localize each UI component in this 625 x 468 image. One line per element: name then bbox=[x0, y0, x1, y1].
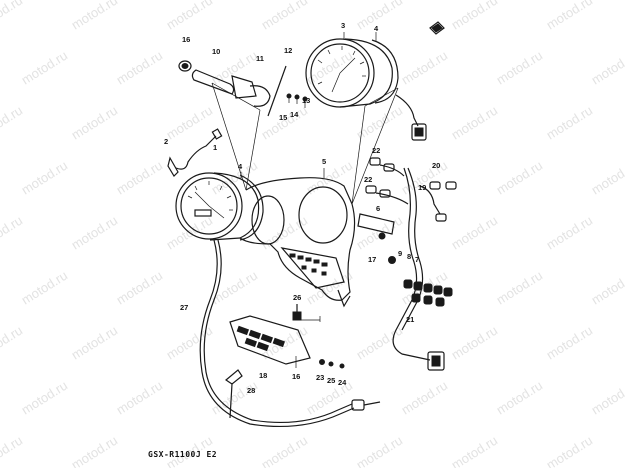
watermark-text: motod.ru bbox=[19, 48, 70, 88]
watermark-text: motod.ru bbox=[589, 378, 625, 418]
watermark-text: motod.ru bbox=[209, 158, 260, 198]
watermark-text: motod.ru bbox=[69, 0, 120, 33]
label-4a: 4 bbox=[374, 24, 379, 33]
label-22b: 22 bbox=[364, 175, 372, 184]
label-7: 11 bbox=[256, 54, 264, 63]
watermark-text: motod.ru bbox=[589, 268, 625, 308]
watermark-text: motod.ru bbox=[0, 103, 25, 143]
watermark-text: motod.ru bbox=[114, 48, 165, 88]
watermark-text: motod.ru bbox=[69, 103, 120, 143]
label-19: 19 bbox=[418, 183, 426, 192]
watermark-text: motod.ru bbox=[494, 268, 545, 308]
watermark-text: motod.ru bbox=[114, 158, 165, 198]
watermark-text: motod.ru bbox=[544, 0, 595, 33]
label-22a: 22 bbox=[372, 146, 380, 155]
label-3: 3 bbox=[341, 21, 345, 30]
watermark-text: motod.ru bbox=[399, 48, 450, 88]
watermark-text: motod.ru bbox=[354, 0, 405, 33]
watermark-text: motod.ru bbox=[304, 268, 355, 308]
label-20: 20 bbox=[432, 161, 440, 170]
watermark-text: motod.ru bbox=[259, 103, 310, 143]
label-21: 21 bbox=[406, 315, 414, 324]
watermark-text: motod.ru bbox=[589, 158, 625, 198]
small-hardware bbox=[167, 128, 345, 369]
watermark-text: motod.ru bbox=[69, 323, 120, 363]
watermark-text: motod.ru bbox=[164, 323, 215, 363]
watermark-text: motod.ru bbox=[19, 158, 70, 198]
label-4b: 4 bbox=[238, 162, 243, 171]
label-9: 13 bbox=[302, 96, 310, 105]
watermark-text: motod.ru bbox=[449, 213, 500, 253]
watermark-text: motod.ru bbox=[589, 48, 625, 88]
indicator-panel bbox=[229, 315, 311, 368]
watermark-text: motod.ru bbox=[0, 433, 25, 468]
model-code: GSX-R1100J E2 bbox=[148, 450, 218, 459]
label-14: 8 bbox=[407, 252, 411, 261]
label-17: 16 bbox=[292, 372, 300, 381]
watermark-text: motod.ru bbox=[0, 213, 25, 253]
label-18: 18 bbox=[259, 371, 267, 380]
watermark-text: motod.ru bbox=[69, 433, 120, 468]
watermark-text: motod.ru bbox=[0, 0, 25, 33]
socket-parts-upper bbox=[178, 60, 308, 117]
watermark-text: motod.ru bbox=[494, 158, 545, 198]
label-27: 27 bbox=[180, 303, 188, 312]
label-1: 1 bbox=[213, 143, 217, 152]
watermark-text: motod.ru bbox=[19, 378, 70, 418]
watermark-text: motod.ru bbox=[164, 103, 215, 143]
meter-panel bbox=[239, 177, 356, 308]
watermark-text: motod.ru bbox=[449, 103, 500, 143]
label-28: 28 bbox=[247, 386, 255, 395]
watermark-text: motod.ru bbox=[544, 433, 595, 468]
label-15: 9 bbox=[398, 249, 402, 258]
speedometer-cable bbox=[199, 239, 381, 428]
watermark-text: motod.ru bbox=[0, 323, 25, 363]
wiring-harness bbox=[357, 21, 457, 371]
label-16b: 17 bbox=[368, 255, 376, 264]
label-8: 12 bbox=[284, 46, 292, 55]
watermark-text: motod.ru bbox=[259, 433, 310, 468]
watermark-text: motod.ru bbox=[114, 268, 165, 308]
speedometer-assembly bbox=[175, 172, 264, 241]
watermark-text: motod.ru bbox=[494, 48, 545, 88]
label-13: 7 bbox=[415, 255, 419, 264]
label-22c: 23 bbox=[316, 373, 324, 382]
label-12: 6 bbox=[376, 204, 380, 213]
watermark-text: motod.ru bbox=[354, 103, 405, 143]
watermark-text: motod.ru bbox=[19, 268, 70, 308]
label-11: 15 bbox=[279, 113, 287, 122]
leader-lines bbox=[211, 32, 399, 205]
watermark-text: motod.ru bbox=[494, 378, 545, 418]
watermark-text: motod.ru bbox=[449, 323, 500, 363]
watermark-text: motod.ru bbox=[449, 433, 500, 468]
watermark-text: motod.ru bbox=[259, 0, 310, 33]
label-2: 2 bbox=[164, 137, 168, 146]
label-5: 5 bbox=[322, 157, 326, 166]
tachometer-assembly bbox=[305, 38, 427, 141]
watermark-text: motod.ru bbox=[164, 0, 215, 33]
watermark-text: motod.ru bbox=[544, 323, 595, 363]
label-6: 10 bbox=[212, 47, 220, 56]
watermark-text: motod.ru bbox=[544, 213, 595, 253]
label-24: 25 bbox=[327, 376, 335, 385]
label-23: 24 bbox=[338, 378, 347, 387]
label-16a: 16 bbox=[182, 35, 190, 44]
watermark-text: motod.ru bbox=[69, 213, 120, 253]
label-10: 14 bbox=[290, 110, 299, 119]
label-26: 26 bbox=[293, 293, 301, 302]
watermark-text: motod.ru bbox=[354, 433, 405, 468]
watermark-text: motod.ru bbox=[399, 378, 450, 418]
part-number-labels: 16 10 11 12 13 14 15 3 4 1 2 4 5 22 22 2… bbox=[164, 21, 440, 395]
watermark-text: motod.ru bbox=[449, 0, 500, 33]
watermark-text: motod.ru bbox=[114, 378, 165, 418]
watermark-text: motod.ru bbox=[544, 103, 595, 143]
